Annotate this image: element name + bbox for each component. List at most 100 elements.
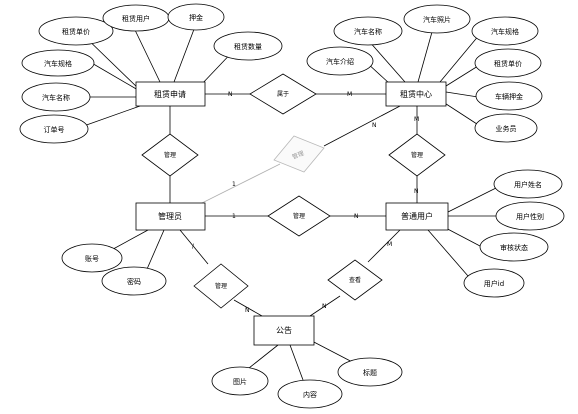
attr-label: 业务员 (496, 124, 517, 133)
attr-label: 用户姓名 (514, 180, 542, 189)
entity-label: 租赁申请 (154, 89, 186, 99)
entity-label: 公告 (276, 325, 292, 335)
entity-box (135, 81, 206, 107)
rel-label: 管理 (291, 149, 305, 161)
rel-manage-rc-user: 管理 (388, 133, 446, 177)
attr-n-content: 内容 (277, 379, 343, 409)
attr-a-account: 账号 (61, 243, 123, 273)
attr-label: 汽车规格 (44, 59, 72, 68)
attr-label: 标题 (363, 368, 377, 377)
attr-ellipse (333, 16, 403, 46)
rel-diamond (267, 195, 331, 237)
attr-ellipse (61, 243, 123, 273)
attr-ra-deposit: 押金 (167, 3, 225, 31)
card-rc-user: M (414, 116, 419, 123)
entity-box (253, 315, 315, 346)
attr-label: 账号 (85, 254, 99, 263)
rel-manage-notice: 管理 (193, 263, 249, 309)
attr-ellipse (213, 31, 283, 61)
entity-label: 管理员 (158, 211, 182, 221)
line-ra-orderno (77, 105, 141, 129)
line-user-view (367, 229, 401, 263)
attr-label: 用户id (484, 279, 504, 288)
rel-manage-user: 管理 (267, 195, 331, 237)
line-admin-manage-notice (179, 229, 209, 265)
attr-ellipse (474, 113, 538, 143)
attr-ra-user: 租赁用户 (102, 4, 170, 32)
attr-ellipse (167, 3, 225, 31)
card-notice-admin: N (245, 307, 250, 314)
attr-rc-staff: 业务员 (474, 113, 538, 143)
attr-ellipse (495, 201, 565, 231)
line-u-name (447, 185, 501, 213)
card-rc-admin: N (372, 122, 377, 129)
rel-diamond (388, 133, 446, 177)
entity-box (385, 202, 449, 231)
attr-ellipse (475, 81, 543, 111)
attr-ra-carname: 汽车名称 (21, 82, 91, 112)
line-view-notice (309, 295, 341, 317)
attr-ellipse (21, 49, 95, 77)
rel-diamond (249, 73, 317, 115)
attr-label: 密码 (127, 277, 141, 286)
line-rc-deposit (445, 91, 479, 98)
attr-ellipse (474, 48, 542, 78)
line-ra-spec (89, 61, 139, 91)
entity-rental-application: 租赁申请 (135, 81, 206, 107)
attr-n-image: 图片 (211, 366, 269, 396)
entity-box (385, 81, 447, 107)
attr-ellipse (337, 357, 403, 387)
entity-box (135, 202, 206, 231)
rel-belongs: 属于 (249, 73, 317, 115)
card-user-admin: N (354, 213, 359, 220)
rel-label: 管理 (293, 212, 305, 220)
entity-admin: 管理员 (135, 202, 206, 231)
line-rc-price (445, 65, 479, 87)
attr-ellipse (493, 169, 563, 199)
attr-ellipse (21, 82, 91, 112)
rel-manage-rental-center: 管理 (273, 135, 325, 173)
line-faded-manage-rc (323, 105, 401, 147)
rel-diamond (141, 133, 199, 177)
attr-ellipse (38, 16, 114, 46)
attr-label: 汽车名称 (354, 27, 382, 36)
rel-view-notice: 查看 (327, 259, 383, 301)
entity-label: 租赁中心 (400, 89, 432, 99)
card-rc-belongs: M (347, 91, 352, 98)
attr-rc-carname: 汽车名称 (333, 16, 403, 46)
rel-diamond (273, 135, 325, 173)
card-notice-user: N (322, 303, 327, 310)
rel-diamond (193, 263, 249, 309)
line-rc-photo (417, 31, 433, 83)
attr-label: 车辆押金 (495, 92, 523, 101)
attr-ellipse (19, 114, 89, 144)
card-admin-rc: 1 (232, 181, 236, 188)
rel-label: 属于 (277, 91, 289, 98)
attr-u-gender: 用户性别 (495, 201, 565, 231)
line-manage-notice (233, 299, 263, 317)
attr-ra-price: 租赁单价 (38, 16, 114, 46)
line-rc-spec (439, 33, 481, 83)
attr-label: 汽车照片 (423, 15, 451, 24)
entity-label: 普通用户 (401, 211, 433, 221)
attr-label: 租赁单价 (62, 27, 90, 36)
line-ra-user (134, 29, 161, 83)
rel-label: 查看 (349, 276, 361, 284)
attr-u-status: 审核状态 (479, 232, 549, 262)
attr-label: 租赁单价 (494, 59, 522, 68)
attr-ellipse (101, 266, 167, 296)
attr-a-password: 密码 (101, 266, 167, 296)
attr-label: 用户性别 (516, 212, 544, 221)
attr-label: 汽车名称 (42, 93, 70, 102)
attr-ra-qty: 租赁数量 (213, 31, 283, 61)
card-user-notice: M (387, 241, 392, 248)
attr-rc-price: 租赁单价 (474, 48, 542, 78)
attr-ellipse (471, 16, 539, 46)
line-admin-faded-manage (195, 163, 281, 207)
attr-ellipse (463, 268, 525, 298)
attr-label: 租赁数量 (234, 42, 262, 51)
rel-manage-rental-app: 管理 (141, 133, 199, 177)
attr-u-id: 用户id (463, 268, 525, 298)
rel-diamond (327, 259, 383, 301)
